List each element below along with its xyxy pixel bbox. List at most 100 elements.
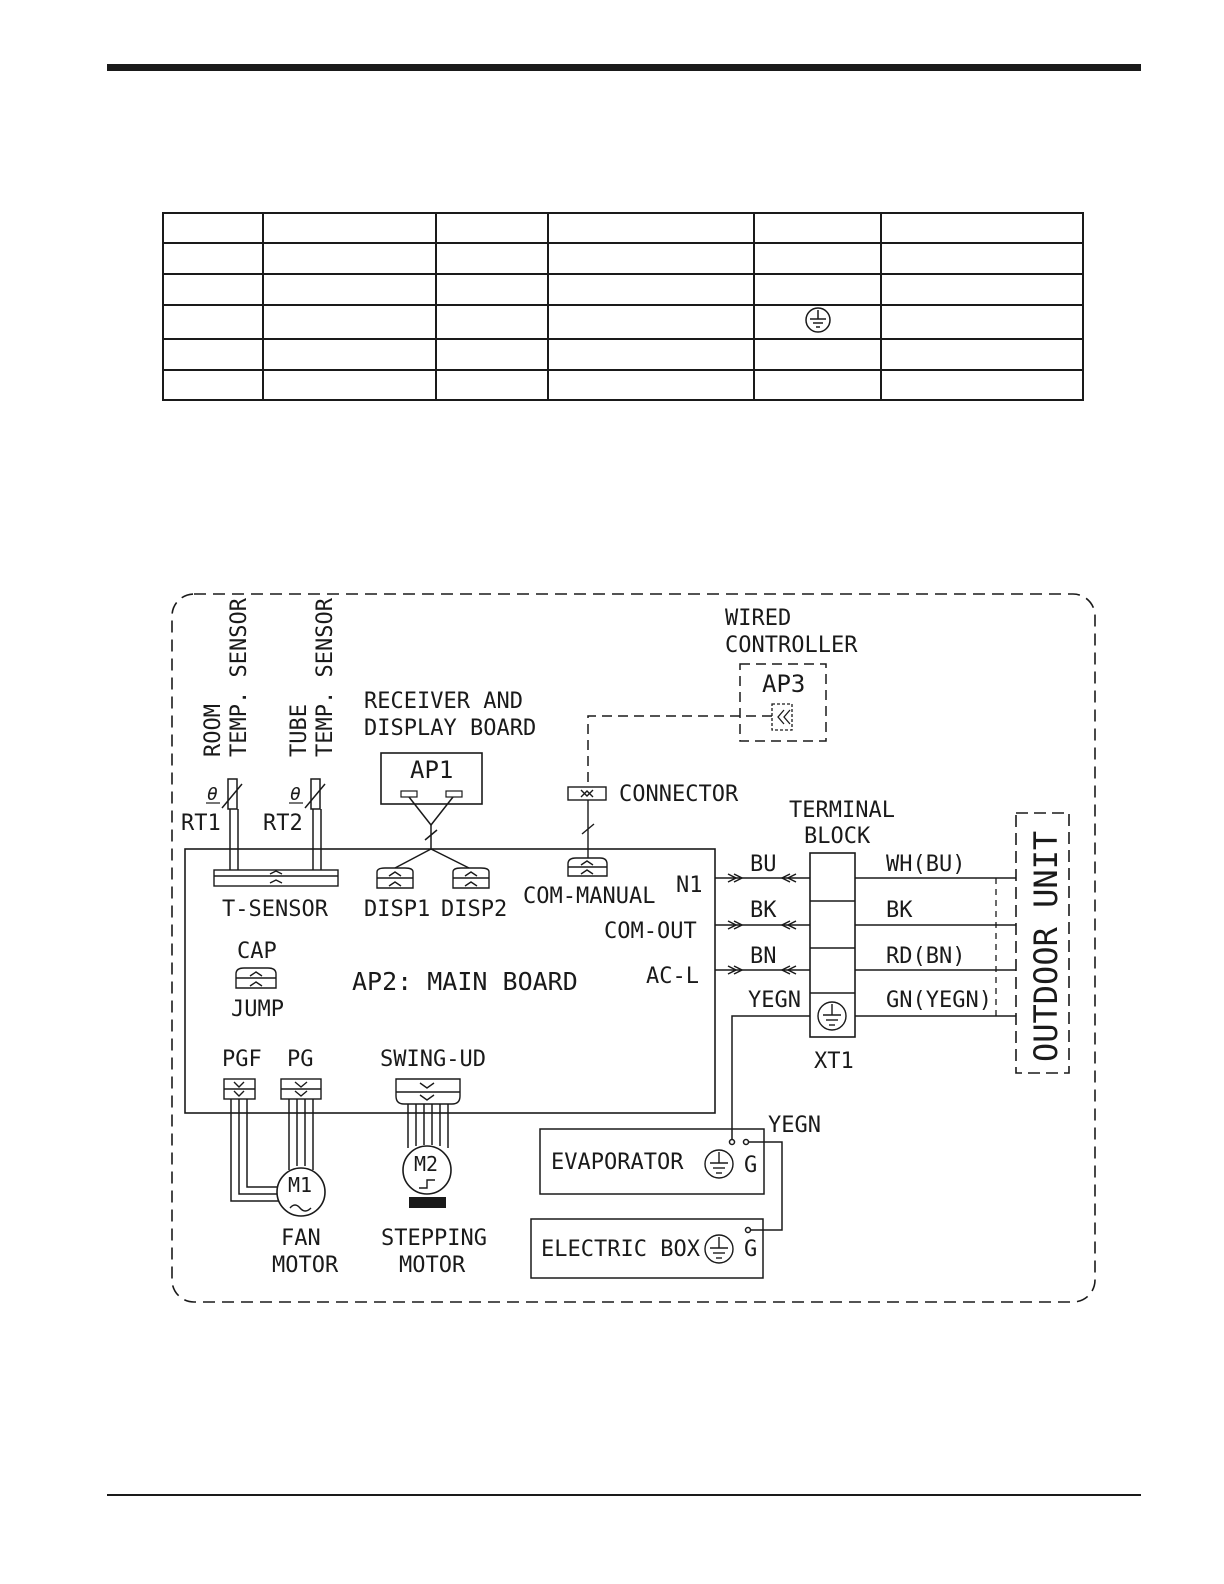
disp1-label: DISP1 <box>364 897 430 922</box>
fan-motor-m1 <box>276 1167 326 1217</box>
pgf-label: PGF <box>222 1047 262 1072</box>
table-cell <box>262 338 437 371</box>
wire-bu-label: BU <box>750 852 777 877</box>
table-cell <box>435 369 549 401</box>
stepping-motor-wiring <box>407 1104 449 1148</box>
table-cell <box>262 242 437 275</box>
tube-temp-sensor-label-line: TEMP. SENSOR <box>313 597 338 757</box>
thermistor-rt1: θ <box>206 778 243 870</box>
legend-table <box>162 212 1084 401</box>
disp2-label: DISP2 <box>441 897 507 922</box>
table-cell <box>880 338 1084 371</box>
ap1-harness <box>394 796 470 869</box>
ap1-board <box>380 752 483 805</box>
table-cell <box>753 338 882 371</box>
terminal-label-line2: BLOCK <box>804 824 871 849</box>
t-sensor-label: T-SENSOR <box>222 897 329 922</box>
board-to-terminal-wires <box>715 873 810 1142</box>
yegn-ground-label: YEGN <box>768 1113 821 1138</box>
outdoor-unit-label: OUTDOOR UNIT <box>1027 831 1065 1062</box>
connector-icon <box>567 786 607 858</box>
wire-rd-bn-label: RD(BN) <box>886 944 965 969</box>
table-cell <box>162 369 264 401</box>
main-board-label: AP2: MAIN BOARD <box>352 967 578 996</box>
table-cell <box>435 338 549 371</box>
table-cell <box>753 212 882 244</box>
com-out-label: COM-OUT <box>604 919 697 944</box>
electric-box-g-label: G <box>744 1237 757 1262</box>
wire-bn-label: BN <box>750 944 777 969</box>
electric-box-label: ELECTRIC BOX <box>541 1237 701 1262</box>
table-cell <box>547 304 755 340</box>
cap-label: CAP <box>237 939 277 964</box>
table-row <box>162 273 1084 306</box>
pg-connector <box>280 1078 322 1100</box>
motor-base <box>409 1197 446 1208</box>
ap1-label: AP1 <box>410 756 453 784</box>
ap2-main-board <box>184 848 716 1114</box>
wired-label-line1: WIRED <box>725 606 791 631</box>
table-cell <box>435 212 549 244</box>
com-manual-label: COM-MANUAL <box>523 884 655 909</box>
table-cell <box>162 212 264 244</box>
n1-label: N1 <box>676 873 703 898</box>
t-sensor-connector <box>213 869 339 887</box>
table-cell <box>753 242 882 275</box>
evaporator-g-label: G <box>744 1153 757 1178</box>
terminal-label-line1: TERMINAL <box>789 798 895 823</box>
earth-ground-icon <box>817 1001 847 1031</box>
table-cell <box>435 242 549 275</box>
table-cell <box>547 273 755 306</box>
wire-wh-bu-label: WH(BU) <box>886 852 965 877</box>
m2-label: M2 <box>414 1152 438 1176</box>
rt1-label: RT1 <box>181 811 221 836</box>
outdoor-unit-box <box>1015 812 1070 1074</box>
table-cell <box>880 304 1084 340</box>
table-cell <box>162 304 264 340</box>
disp2-connector <box>452 867 490 889</box>
receiver-label-line1: RECEIVER AND <box>364 689 523 714</box>
table-cell <box>753 273 882 306</box>
table-cell <box>547 212 755 244</box>
room-temp-sensor-label-line: TEMP. SENSOR <box>227 597 252 757</box>
table-cell <box>547 242 755 275</box>
pg-label: PG <box>287 1047 314 1072</box>
stepping-motor-m2 <box>402 1145 452 1208</box>
terminal-block-xt1 <box>809 852 856 1038</box>
table-cell <box>262 273 437 306</box>
wire-gn-yegn-label: GN(YEGN) <box>886 988 992 1013</box>
swing-ud-connector <box>395 1078 461 1105</box>
bottom-rule <box>107 1494 1141 1496</box>
table-cell <box>262 369 437 401</box>
ac-wave-icon <box>289 1204 312 1212</box>
table-cell <box>880 369 1084 401</box>
com-manual-connector <box>567 857 608 877</box>
jump-connector <box>235 967 277 989</box>
ap1-pin <box>445 790 463 798</box>
disp1-connector <box>376 867 414 889</box>
fan-motor-wiring <box>230 1099 314 1202</box>
table-cell <box>753 304 882 340</box>
wire-out-bk-label: BK <box>886 898 913 923</box>
indoor-unit-boundary <box>171 593 1096 1303</box>
evaporator-label: EVAPORATOR <box>551 1150 684 1175</box>
tube-label: TUBE <box>287 704 312 757</box>
table-cell <box>547 338 755 371</box>
table-cell <box>435 304 549 340</box>
connector-label: CONNECTOR <box>619 782 739 807</box>
table-row <box>162 242 1084 275</box>
room-temp-sensor-label: ROOM TEMP. SENSOR <box>201 597 252 757</box>
table-cell <box>262 212 437 244</box>
table-row <box>162 304 1084 340</box>
fan-label-line1: FAN <box>281 1226 321 1251</box>
table-cell <box>880 212 1084 244</box>
ground-wires <box>728 1138 783 1234</box>
theta-icon: θ <box>290 784 301 805</box>
evaporator-box <box>539 1128 765 1195</box>
stepping-label-line1: STEPPING <box>381 1226 487 1251</box>
table-row <box>162 369 1084 401</box>
wired-controller-cable <box>587 715 772 787</box>
ac-l-label: AC-L <box>646 964 699 989</box>
ap3-connector-icon <box>771 703 793 731</box>
